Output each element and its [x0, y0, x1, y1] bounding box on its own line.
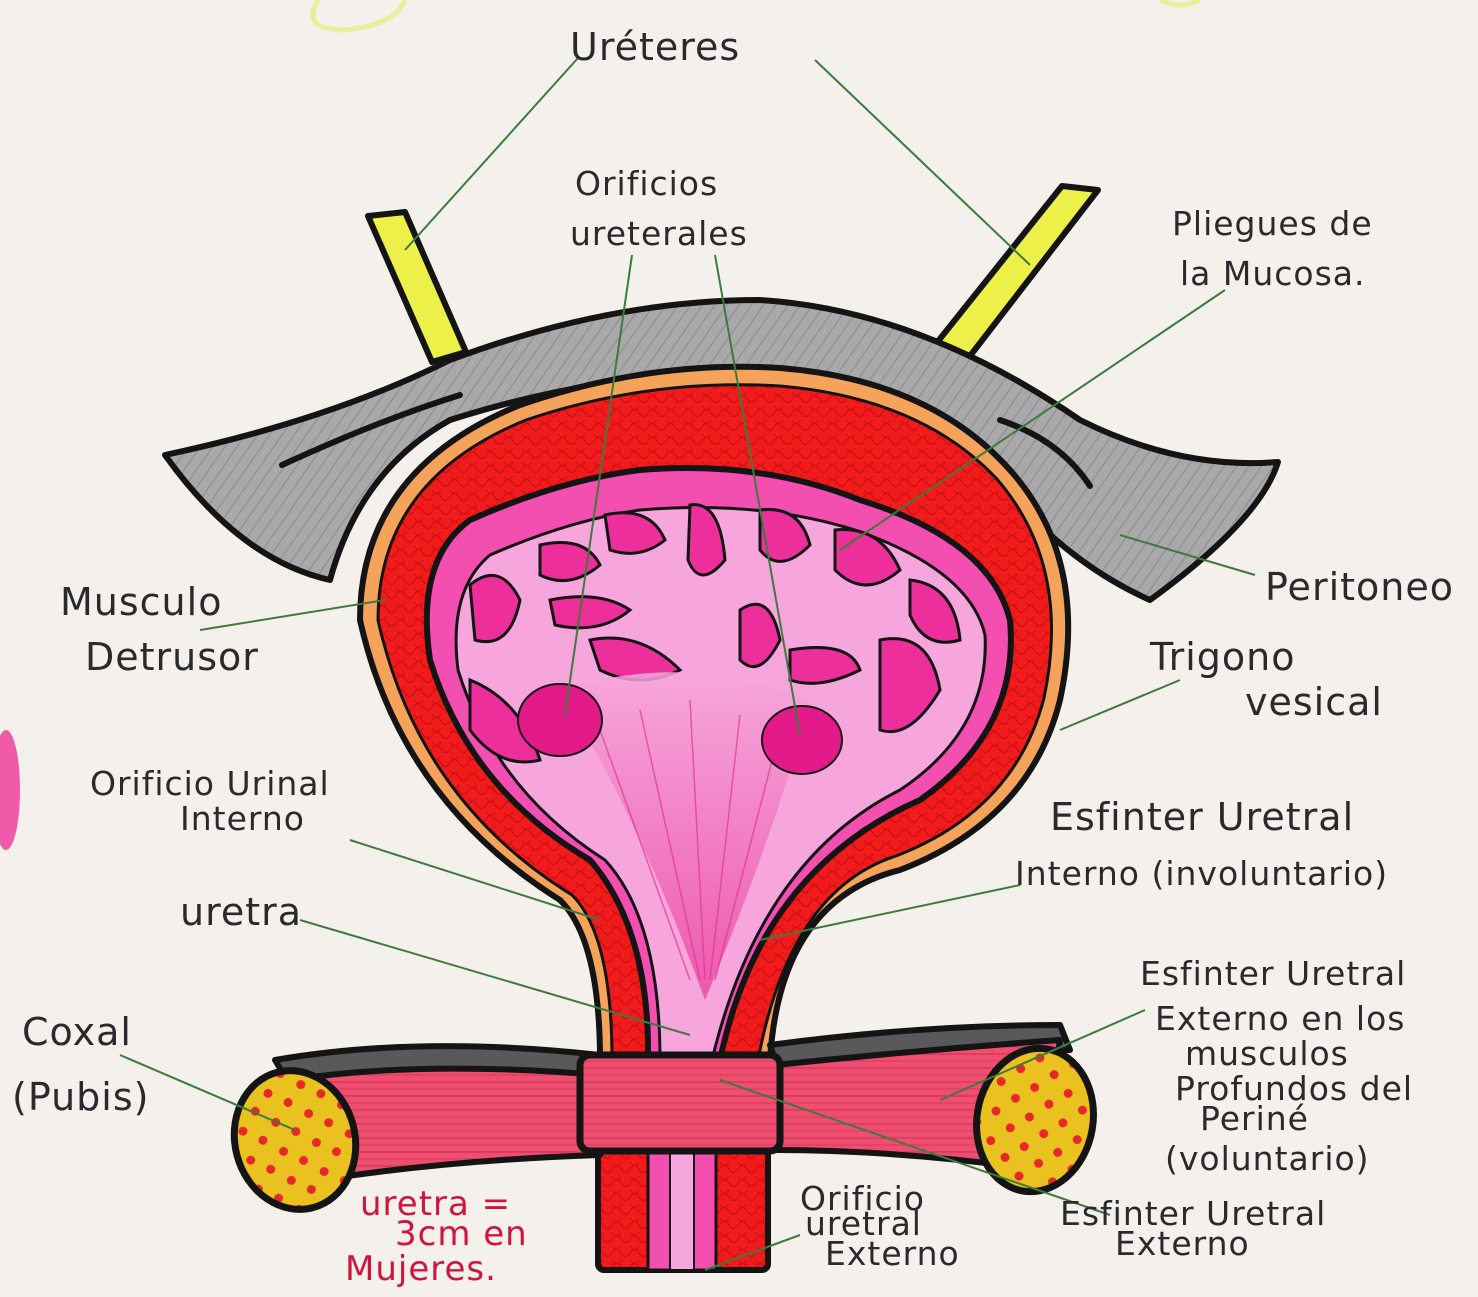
label-trigono-1: Trigono	[1149, 635, 1296, 679]
label-uretra: uretra	[180, 890, 302, 934]
external-sphincter	[580, 1055, 780, 1151]
note-line-3: Mujeres.	[345, 1249, 497, 1289]
label-peritoneo: Peritoneo	[1265, 565, 1454, 609]
label-esfinter-interno-2: Interno (involuntario)	[1015, 854, 1388, 893]
label-musculo-2: Detrusor	[85, 635, 259, 679]
label-coxal-2: (Pubis)	[12, 1075, 149, 1119]
label-esfinter-ext-prof-6: (voluntario)	[1165, 1139, 1370, 1178]
label-ureteres: Uréteres	[570, 25, 740, 69]
label-orificio-urinal-2: Interno	[180, 799, 305, 838]
left-ureter	[368, 212, 466, 362]
note-line-2: 3cm en	[395, 1214, 528, 1254]
label-coxal-1: Coxal	[22, 1010, 132, 1054]
label-musculo-1: Musculo	[60, 580, 222, 624]
right-ureteral-orifice	[762, 706, 842, 774]
label-trigono-2: vesical	[1245, 680, 1383, 724]
label-orificios-ureterales-2: ureterales	[570, 214, 748, 253]
label-pliegues-1: Pliegues de	[1172, 204, 1373, 243]
urethra	[598, 1150, 768, 1270]
left-ureteral-orifice	[518, 684, 602, 756]
label-esfinter-ext-prof-2: Externo en los	[1155, 999, 1405, 1038]
label-pliegues-2: la Mucosa.	[1180, 254, 1366, 293]
label-orificios-ureterales-1: Orificios	[575, 164, 718, 203]
label-esfinter-ext-prof-1: Esfinter Uretral	[1140, 954, 1406, 993]
right-ureter	[935, 186, 1098, 356]
label-esfinter-interno-1: Esfinter Uretral	[1050, 795, 1354, 839]
label-orificio-externo-3: Externo	[825, 1234, 960, 1273]
label-esfinter-ext-prof-3: musculos	[1185, 1034, 1349, 1073]
label-esfinter-ext-prof-5: Periné	[1200, 1099, 1309, 1138]
label-orificio-urinal-1: Orificio Urinal	[90, 764, 330, 803]
label-esfinter-externo-2: Externo	[1115, 1224, 1250, 1263]
